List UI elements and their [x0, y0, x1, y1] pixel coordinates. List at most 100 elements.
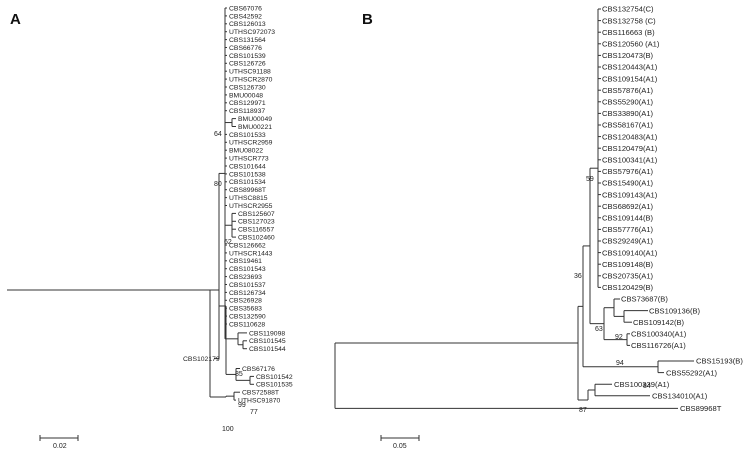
taxon-label: CBS29249(A1) [602, 237, 654, 246]
taxon-label: UTHSC972073 [229, 29, 275, 36]
taxon-label: CBS72588T [242, 390, 279, 397]
scale-bar-b-label: 0.05 [393, 443, 407, 450]
taxon-label: CBS119098 [249, 330, 285, 337]
taxon-label: UTHSCR1443 [229, 250, 273, 257]
taxon-label: CBS132758 (C) [602, 16, 656, 25]
taxon-label: CBS131564 [229, 37, 266, 44]
taxon-label: CBS120560 (A1) [602, 40, 660, 49]
taxon-label: UTHSC8815 [229, 195, 268, 202]
taxon-label: BMU00221 [238, 124, 272, 131]
taxon-label: CBS35683 [229, 306, 262, 313]
bootstrap-a-80: 80 [214, 181, 222, 188]
taxon-label: CBS55292(A1) [666, 368, 718, 377]
bootstrap-b-84: 84 [643, 383, 651, 390]
taxon-label: CBS126013 [229, 21, 266, 28]
taxon-label: CBS57976(A1) [602, 167, 654, 176]
taxon-label: BMU00049 [238, 116, 272, 123]
taxon-label: CBS73687(B) [621, 295, 668, 304]
taxon-label: CBS23693 [229, 274, 262, 281]
panel-b-letter: B [362, 11, 373, 28]
taxon-label: CBS109143(A1) [602, 190, 658, 199]
taxon-label: CBS101535 [256, 382, 293, 389]
taxon-label: CBS68692(A1) [602, 202, 654, 211]
taxon-label: CBS109140(A1) [602, 248, 658, 257]
taxon-label: CBS67176 [242, 366, 275, 373]
bootstrap-b-63: 63 [595, 326, 603, 333]
taxon-label: CBS101537 [229, 282, 266, 289]
bootstrap-a-64: 64 [214, 131, 222, 138]
taxon-label: CBS33890(A1) [602, 109, 654, 118]
taxon-label: CBS67076 [229, 5, 262, 12]
taxon-label: CBS102460 [238, 235, 275, 242]
taxon-label: UTHSCR773 [229, 156, 269, 163]
taxon-label: CBS120443(A1) [602, 63, 658, 72]
scale-bar-a-label: 0.02 [53, 443, 67, 450]
taxon-label: CBS57776(A1) [602, 225, 654, 234]
bootstrap-b-87: 87 [579, 407, 587, 414]
taxon-label: CBS89968T [680, 404, 722, 413]
taxon-label: CBS132590 [229, 314, 266, 321]
taxon-label: UTHSC91870 [238, 398, 281, 405]
taxon-label: UTHSCR2955 [229, 203, 273, 210]
bootstrap-a-99: 99 [238, 402, 246, 409]
taxon-label: CBS129971 [229, 100, 266, 107]
taxon-label: CBS109154(A1) [602, 74, 658, 83]
taxon-label: CBS109136(B) [649, 306, 701, 315]
taxon-label: UTHSC91188 [229, 69, 271, 76]
taxon-label: CBS101538 [229, 171, 266, 178]
bootstrap-b-59: 59 [586, 176, 594, 183]
taxon-label: CBS19461 [229, 258, 262, 265]
taxon-label: CBS120483(A1) [602, 132, 658, 141]
taxon-label: CBS126662 [229, 242, 266, 249]
taxon-label: CBS101644 [229, 163, 266, 170]
bootstrap-a-100: 100 [222, 426, 234, 433]
taxon-label: CBS110628 [229, 321, 265, 328]
taxon-label: CBS118937 [229, 108, 265, 115]
taxon-label: CBS109148(B) [602, 260, 654, 269]
taxon-label: CBS109144(B) [602, 214, 654, 223]
taxon-label: CBS20735(A1) [602, 272, 654, 281]
taxon-label: CBS116726(A1) [631, 341, 686, 350]
taxon-label: CBS66776 [229, 45, 262, 52]
taxon-label: CBS132754(C) [602, 5, 654, 14]
tree-a-labels: CBS67076CBS42592CBS126013UTHSC972073CBS1… [183, 5, 293, 404]
taxon-label: CBS116663 (B) [602, 28, 655, 37]
taxon-label: CBS100341(A1) [602, 156, 658, 165]
tree-a [7, 7, 254, 401]
taxon-label: CBS15490(A1) [602, 179, 654, 188]
taxon-label: CBS100340(A1) [631, 330, 687, 339]
tree-b [334, 8, 694, 409]
taxon-label: CBS101544 [249, 346, 286, 353]
taxon-label: BMU08022 [229, 148, 263, 155]
taxon-label: CBS101539 [229, 53, 266, 60]
bootstrap-a-85: 85 [235, 371, 243, 378]
bootstrap-b-94: 94 [616, 360, 624, 367]
taxon-label: CBS15193(B) [696, 357, 743, 366]
taxon-label: CBS102179 [183, 356, 220, 363]
taxon-label: CBS26928 [229, 298, 262, 305]
taxon-label: UTHSCR2870 [229, 77, 273, 84]
taxon-label: CBS42592 [229, 13, 262, 20]
taxon-label: CBS126726 [229, 61, 266, 68]
panel-a-letter: A [10, 11, 21, 28]
taxon-label: CBS58167(A1) [602, 121, 654, 130]
taxon-label: CBS116557 [238, 227, 274, 234]
taxon-label: CBS127023 [238, 219, 275, 226]
tree-b-labels: CBS132754(C) CBS132758 (C) CBS116663 (B) CB… [602, 5, 743, 413]
bootstrap-a-77: 77 [250, 409, 258, 416]
taxon-label: CBS125607 [238, 211, 275, 218]
taxon-label: CBS101542 [256, 374, 293, 381]
taxon-label: CBS120479(A1) [602, 144, 658, 153]
taxon-label: CBS120429(B) [602, 283, 654, 292]
taxon-label: CBS101543 [229, 266, 266, 273]
taxon-label: CBS55290(A1) [602, 98, 654, 107]
taxon-label: CBS101534 [229, 179, 266, 186]
bootstrap-b-36: 36 [574, 273, 582, 280]
taxon-label: CBS126730 [229, 84, 266, 91]
taxon-label: CBS134010(A1) [652, 392, 708, 401]
taxon-label: CBS101533 [229, 132, 266, 139]
taxon-label: CBS100339(A1) [614, 380, 670, 389]
taxon-label: CBS120473(B) [602, 51, 654, 60]
taxon-label: UTHSCR2959 [229, 140, 273, 147]
